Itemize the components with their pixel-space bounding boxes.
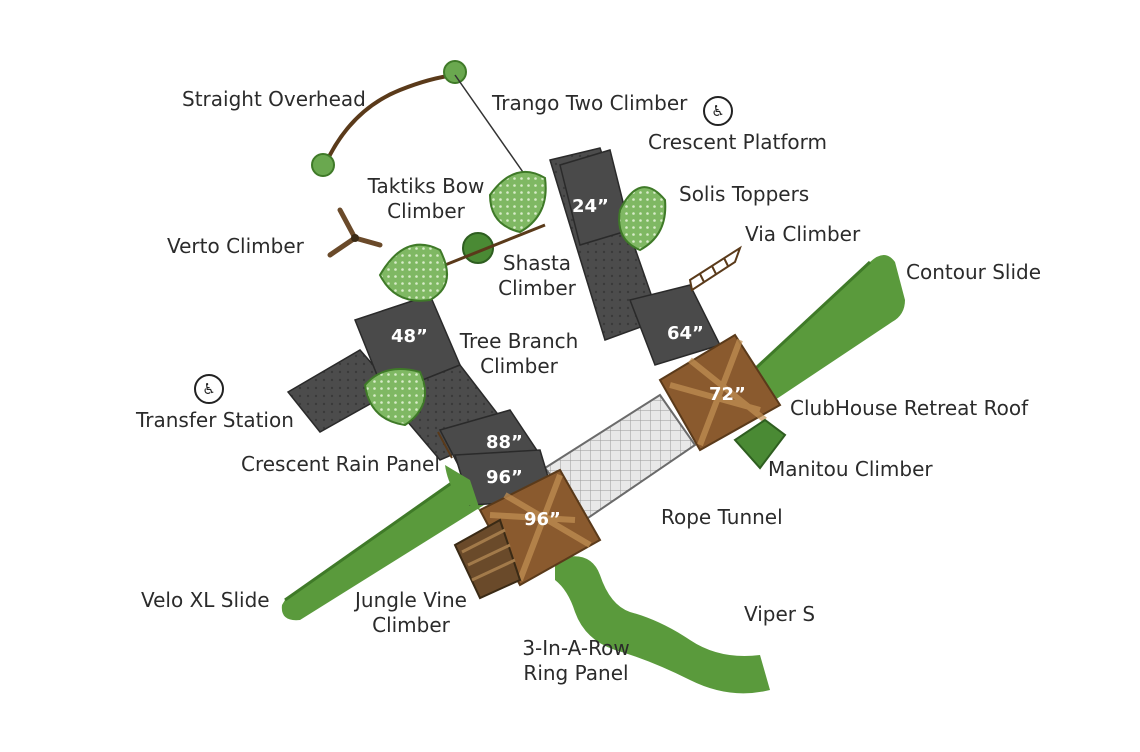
velo-xl-slide-shape bbox=[281, 468, 500, 621]
label-crescent-rain-panel: Crescent Rain Panel bbox=[241, 452, 440, 476]
accessibility-icon: ♿ bbox=[194, 374, 224, 404]
verto-climber-shape bbox=[327, 207, 383, 258]
crescent-rain-panel-shape bbox=[437, 431, 480, 510]
label-contour-slide: Contour Slide bbox=[906, 260, 1042, 284]
label-ring-panel-line1: 3-In-A-Row bbox=[522, 636, 630, 660]
clubhouse-roof-72 bbox=[658, 333, 782, 452]
viper-s-slide-shape bbox=[555, 556, 770, 694]
deck-height-48: 48” bbox=[391, 326, 428, 347]
label-verto-climber: Verto Climber bbox=[167, 234, 304, 258]
manitou-climber-shape bbox=[733, 418, 787, 470]
label-shasta-line1: Shasta bbox=[502, 251, 572, 275]
deck-height-96-roof: 96” bbox=[524, 509, 561, 530]
label-viper-s: Viper S bbox=[744, 602, 816, 626]
label-transfer-station: Transfer Station bbox=[136, 408, 294, 432]
solis-topper-panel bbox=[618, 186, 667, 252]
label-trango-two-climber: Trango Two Climber bbox=[492, 91, 688, 115]
label-crescent-platform: Crescent Platform bbox=[648, 130, 827, 154]
label-ring-panel-line2: Ring Panel bbox=[523, 661, 629, 685]
deck-height-72: 72” bbox=[709, 384, 746, 405]
deck-height-88: 88” bbox=[486, 432, 523, 453]
taktiks-bow-panel-left bbox=[378, 243, 448, 302]
label-tree-branch-line2: Climber bbox=[480, 354, 558, 378]
label-taktiks-bow-line2: Climber bbox=[387, 199, 465, 223]
deck-height-96-upper: 96” bbox=[486, 467, 523, 488]
via-climber-shape bbox=[688, 245, 742, 292]
tree-branch-panel bbox=[363, 368, 426, 427]
deck-height-64: 64” bbox=[667, 323, 704, 344]
accessibility-icon: ♿ bbox=[703, 96, 733, 126]
taktiks-bow-panel bbox=[488, 170, 547, 234]
label-manitou-climber: Manitou Climber bbox=[768, 457, 933, 481]
label-rope-tunnel: Rope Tunnel bbox=[661, 505, 783, 529]
label-taktiks-bow-line1: Taktiks Bow bbox=[367, 174, 485, 198]
label-tree-branch-line1: Tree Branch bbox=[459, 329, 579, 353]
label-solis-toppers: Solis Toppers bbox=[679, 182, 810, 206]
jungle-vine-climber-shape bbox=[453, 518, 522, 600]
label-velo-xl-slide: Velo XL Slide bbox=[141, 588, 270, 612]
label-via-climber: Via Climber bbox=[745, 222, 861, 246]
label-jungle-vine-line1: Jungle Vine bbox=[355, 588, 467, 612]
label-straight-overhead: Straight Overhead bbox=[182, 87, 366, 111]
label-jungle-vine-line2: Climber bbox=[372, 613, 450, 637]
deck-height-24: 24” bbox=[572, 196, 609, 217]
label-clubhouse-retreat-roof: ClubHouse Retreat Roof bbox=[790, 396, 1029, 420]
label-shasta-line2: Climber bbox=[498, 276, 576, 300]
straight-overhead-shape bbox=[311, 60, 526, 177]
